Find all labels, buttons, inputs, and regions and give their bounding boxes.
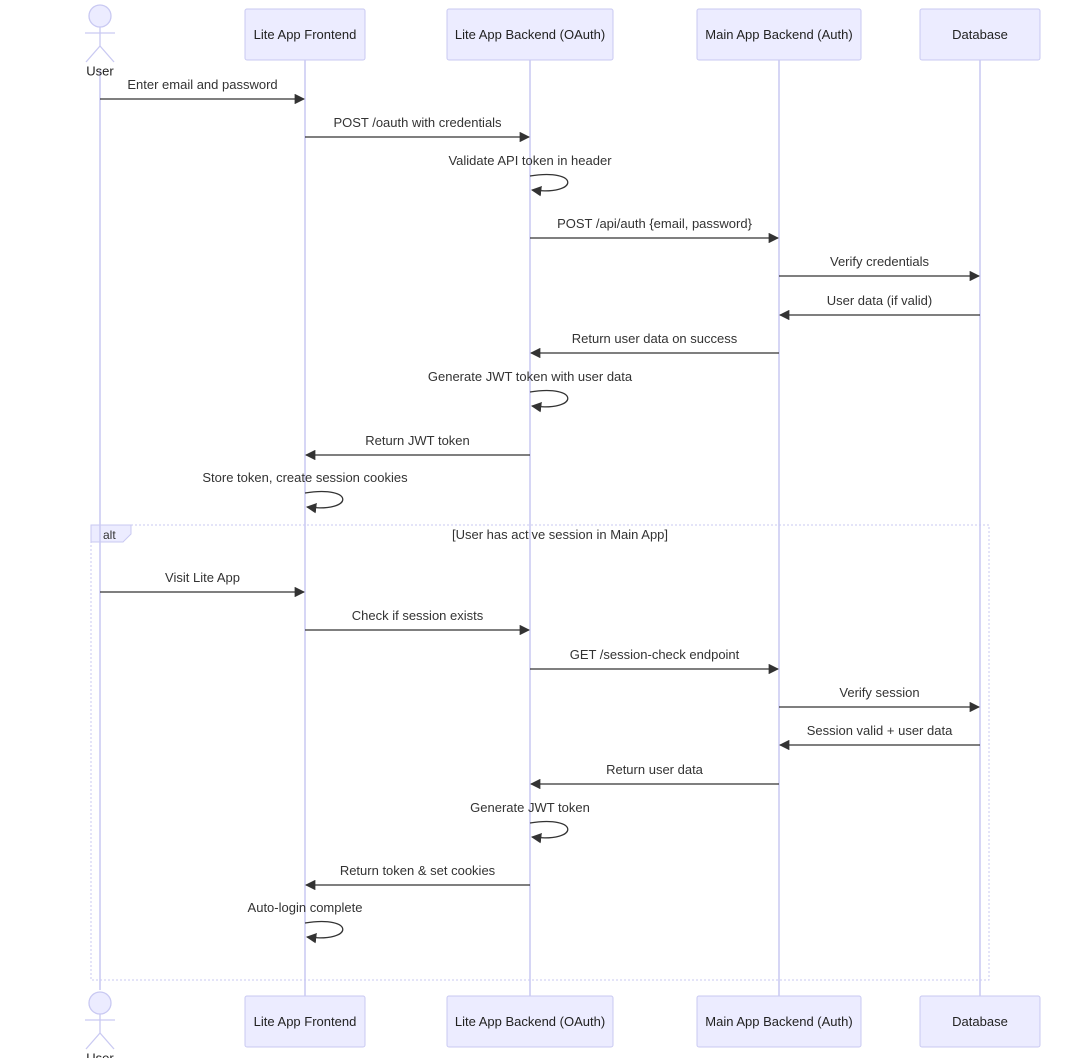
participant-label-frontend-top: Lite App Frontend	[254, 27, 357, 42]
message-10: Store token, create session cookies	[202, 470, 408, 514]
participant-box-db-top	[919, 8, 1041, 61]
participant-box-frontend-top	[244, 8, 366, 61]
self-arrow	[529, 174, 569, 197]
participant-box-backend-top	[446, 8, 614, 61]
alt-frame	[90, 524, 990, 981]
participant-box-frontend-bottom	[244, 995, 366, 1048]
message-18: Return token & set cookies	[304, 863, 530, 891]
message-label: Validate API token in header	[448, 153, 612, 168]
message-15: Session valid + user data	[778, 723, 980, 751]
participant-label-backend-bottom: Lite App Backend (OAuth)	[455, 1014, 605, 1029]
message-5: Verify credentials	[779, 254, 981, 282]
participant-box-main-bottom	[696, 995, 862, 1048]
message-9: Return JWT token	[304, 433, 530, 461]
message-16: Return user data	[529, 762, 779, 790]
self-arrow	[529, 390, 569, 413]
participant-label-frontend-bottom: Lite App Frontend	[254, 1014, 357, 1029]
participant-label-backend-top: Lite App Backend (OAuth)	[455, 27, 605, 42]
message-6: User data (if valid)	[778, 293, 980, 321]
participant-box-db-bottom	[919, 995, 1041, 1048]
message-label: Auto-login complete	[248, 900, 363, 915]
actor-figure-bottom	[85, 991, 115, 1050]
self-arrow	[304, 921, 344, 944]
message-label: Generate JWT token	[470, 800, 590, 815]
message-14: Verify session	[779, 685, 981, 713]
message-label: POST /oauth with credentials	[333, 115, 502, 130]
message-label: Return user data	[606, 762, 704, 777]
message-13: GET /session-check endpoint	[530, 647, 780, 675]
actor-label-bottom: User	[86, 1050, 114, 1058]
message-label: POST /api/auth {email, password}	[557, 216, 753, 231]
message-19: Auto-login complete	[248, 900, 363, 944]
message-8: Generate JWT token with user data	[428, 369, 633, 413]
message-label: Return JWT token	[365, 433, 470, 448]
actor-figure-top	[85, 4, 115, 63]
message-label: Visit Lite App	[165, 570, 240, 585]
message-2: POST /oauth with credentials	[305, 115, 531, 143]
message-label: Verify credentials	[830, 254, 929, 269]
alt-label: alt	[103, 528, 116, 542]
message-7: Return user data on success	[529, 331, 779, 359]
message-label: User data (if valid)	[827, 293, 932, 308]
message-label: Enter email and password	[127, 77, 277, 92]
participant-label-main-bottom: Main App Backend (Auth)	[705, 1014, 852, 1029]
participant-box-main-top	[696, 8, 862, 61]
alt-tab	[90, 524, 132, 543]
alt-condition: [User has active session in Main App]	[452, 527, 668, 542]
participant-label-main-top: Main App Backend (Auth)	[705, 27, 852, 42]
self-arrow	[304, 491, 344, 514]
self-arrow	[529, 821, 569, 844]
message-label: Verify session	[839, 685, 919, 700]
participant-box-backend-bottom	[446, 995, 614, 1048]
message-label: GET /session-check endpoint	[570, 647, 740, 662]
message-label: Check if session exists	[352, 608, 484, 623]
message-12: Check if session exists	[305, 608, 531, 636]
message-3: Validate API token in header	[448, 153, 612, 197]
message-label: Return user data on success	[572, 331, 738, 346]
message-17: Generate JWT token	[470, 800, 590, 844]
message-4: POST /api/auth {email, password}	[530, 216, 780, 244]
participant-label-db-top: Database	[952, 27, 1008, 42]
message-1: Enter email and password	[100, 77, 306, 105]
message-label: Store token, create session cookies	[202, 470, 408, 485]
participant-label-db-bottom: Database	[952, 1014, 1008, 1029]
message-label: Return token & set cookies	[340, 863, 496, 878]
message-11: Visit Lite App	[100, 570, 306, 598]
message-label: Generate JWT token with user data	[428, 369, 633, 384]
actor-label-top: User	[86, 63, 114, 78]
message-label: Session valid + user data	[807, 723, 953, 738]
